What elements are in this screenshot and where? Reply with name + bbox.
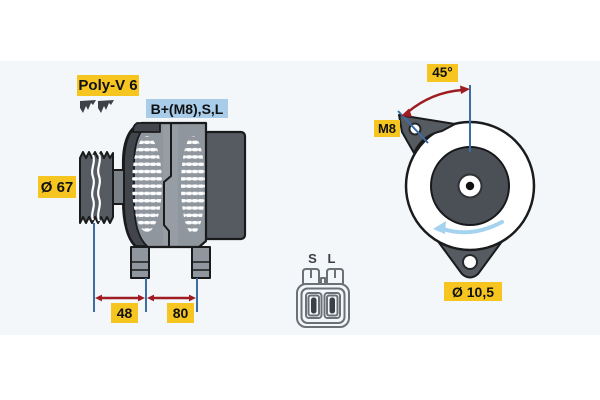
pulley-diameter-label: Ø 67 (38, 176, 76, 198)
pulley (79, 151, 114, 224)
dimension-48-label: 48 (111, 303, 138, 323)
pulley-break-lines (91, 153, 101, 222)
rear-cover (202, 130, 247, 241)
mounting-hole (462, 254, 478, 270)
angle-arc-arrow (401, 85, 470, 117)
dimension-lines (93, 223, 198, 312)
connector-body (296, 283, 350, 328)
bracket-parting-line (163, 123, 172, 246)
connector-pin-l-label: L (327, 250, 336, 266)
dimension-arrow-48 (95, 294, 145, 302)
alternator-rear-view (397, 85, 536, 279)
connector-diagram (296, 268, 350, 328)
shaft-center (465, 181, 475, 191)
rotation-arrow (433, 220, 504, 235)
rear-vent-slots (181, 136, 205, 234)
terminal-slot-s (311, 297, 317, 314)
top-cap (132, 122, 161, 133)
connector-pin-s-label: S (308, 250, 317, 266)
dimension-80-label: 80 (167, 303, 194, 323)
bolt-axis-line (397, 110, 429, 144)
terminal-slot-l (329, 297, 335, 314)
belt-profile-icon (80, 100, 114, 113)
bolt-size-label: M8 (374, 120, 400, 137)
hole-diameter-label: Ø 10,5 (444, 282, 502, 301)
front-vent-slots (132, 136, 162, 232)
housing-mid-band (163, 125, 178, 245)
connector-terminal-clips (302, 268, 344, 284)
belt-type-label: Poly-V 6 (77, 75, 139, 96)
mounting-feet (130, 246, 211, 279)
alternator-side-view (79, 121, 247, 279)
dimension-arrow-80 (147, 294, 196, 302)
terminal-label: B+(M8),S,L (146, 99, 228, 118)
angle-label: 45° (427, 64, 458, 82)
